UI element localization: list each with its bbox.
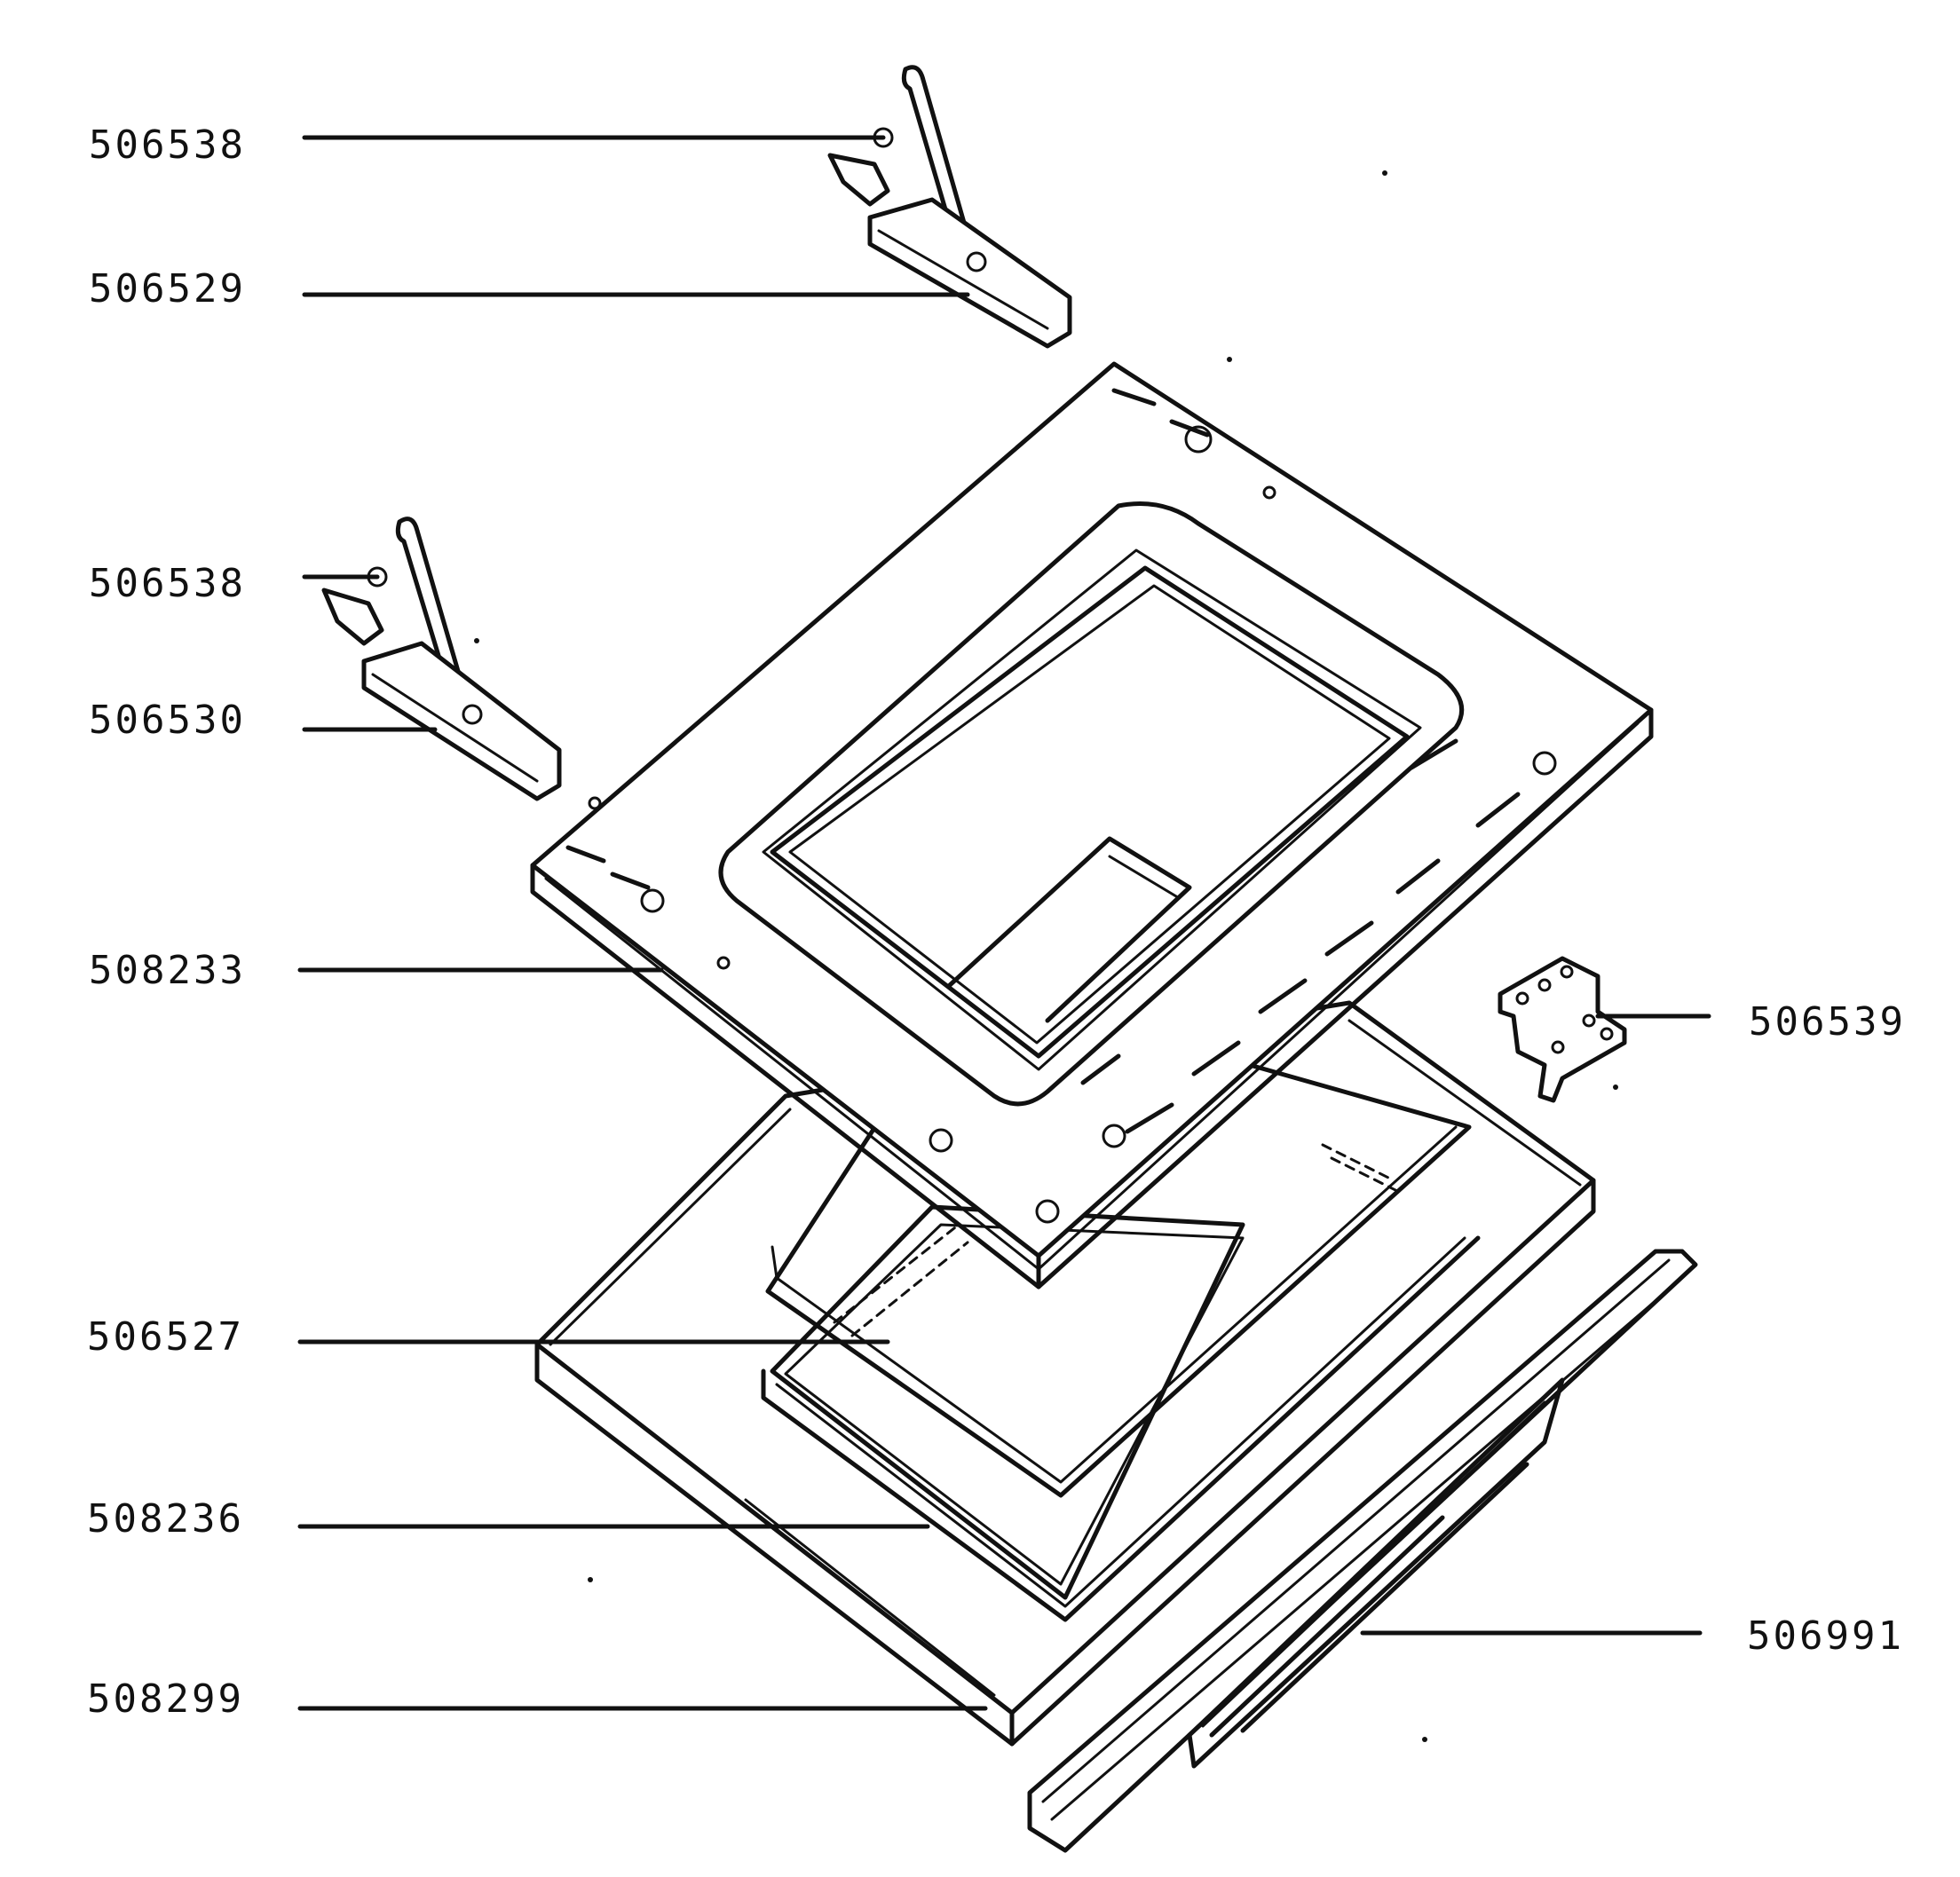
door-handle [1027,1249,1698,1853]
leader-lines [297,135,1711,1711]
part-number-508233: 508233 [89,948,246,993]
inner-door-panel [530,361,1654,1289]
hinge-right [827,65,1072,349]
part-number-506538-top: 506538 [89,122,246,168]
part-number-506538-left: 506538 [89,561,246,606]
part-number-508236: 508236 [87,1496,244,1542]
door-catch [1498,956,1627,1103]
hinge-left [321,517,562,801]
part-number-506530: 506530 [89,698,246,743]
door-seal [761,1204,1481,1622]
stray-marks [474,170,1618,1742]
part-number-506539: 506539 [1749,999,1906,1045]
part-number-506527: 506527 [87,1314,244,1360]
part-number-506991: 506991 [1747,1613,1904,1659]
part-number-508299: 508299 [87,1676,244,1722]
part-number-506529: 506529 [89,266,246,312]
